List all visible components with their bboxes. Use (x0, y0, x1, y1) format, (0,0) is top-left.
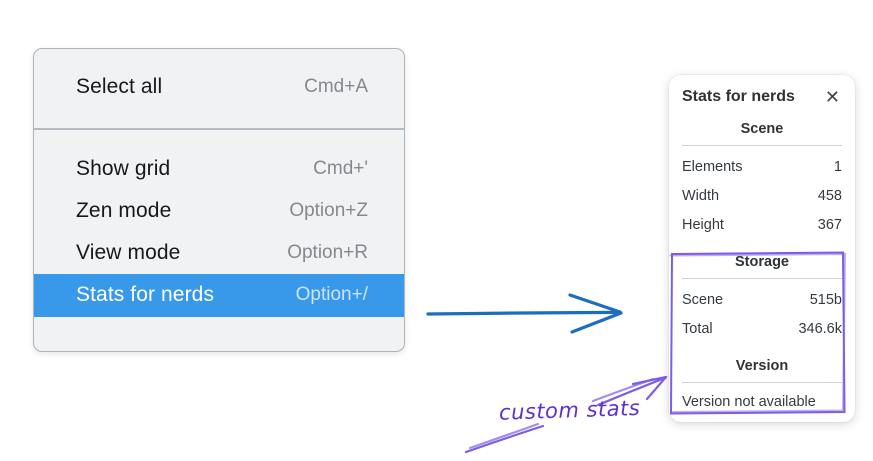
stat-label: Total (682, 320, 713, 337)
stats-panel: Stats for nerds ✕ Scene Elements 1 Width… (669, 75, 855, 422)
menu-item-view-mode[interactable]: View mode Option+R (34, 232, 404, 274)
stat-row-width: Width 458 (682, 181, 842, 210)
menu-item-select-all[interactable]: Select all Cmd+A (34, 65, 404, 109)
stats-section-version: Version Version not available (682, 358, 842, 415)
close-icon[interactable]: ✕ (824, 87, 840, 107)
section-heading: Storage (735, 254, 789, 270)
menu-item-label: Show grid (76, 156, 171, 180)
stat-value: 367 (817, 216, 842, 233)
section-divider (682, 278, 842, 279)
stat-row-scene-storage: Scene 515b (682, 285, 842, 314)
stats-section-scene: Scene Elements 1 Width 458 Height 367 (682, 121, 842, 239)
menu-item-shortcut: Cmd+' (313, 157, 368, 179)
stat-row-elements: Elements 1 (682, 152, 842, 181)
context-menu: Select all Cmd+A Show grid Cmd+' Zen mod… (33, 48, 405, 352)
menu-item-shortcut: Option+R (287, 241, 368, 263)
version-note: Version not available (682, 394, 816, 410)
section-heading: Scene (740, 121, 784, 137)
menu-item-label: View mode (76, 240, 181, 264)
stat-row-height: Height 367 (682, 210, 842, 239)
stat-value: 346.6k (798, 320, 842, 337)
menu-item-label: Stats for nerds (76, 283, 215, 306)
stats-panel-header: Stats for nerds ✕ (682, 88, 842, 106)
menu-item-label: Zen mode (76, 198, 172, 222)
stat-row-total-storage: Total 346.6k (682, 314, 842, 343)
purple-underline-stroke (464, 422, 545, 454)
stat-value: 515b (809, 291, 842, 308)
section-divider (682, 145, 842, 146)
menu-item-stats-for-nerds[interactable]: Stats for nerds Option+/ (34, 273, 404, 317)
stats-panel-title: Stats for nerds (682, 88, 795, 105)
menu-divider (34, 128, 404, 130)
stat-label: Width (682, 187, 720, 204)
menu-item-zen-mode[interactable]: Zen mode Option+Z (34, 190, 404, 232)
menu-item-show-grid[interactable]: Show grid Cmd+' (34, 148, 404, 190)
stat-label: Height (682, 216, 724, 233)
section-heading: Version (735, 358, 789, 374)
custom-stats-annotation: custom stats (498, 395, 641, 425)
stat-label: Scene (682, 291, 724, 308)
section-divider (682, 382, 842, 383)
menu-item-label: Select all (76, 75, 163, 98)
blue-arrow (426, 293, 623, 334)
menu-item-shortcut: Option+/ (295, 284, 368, 305)
stat-value: 458 (817, 187, 842, 204)
menu-item-shortcut: Cmd+A (304, 76, 368, 97)
menu-item-shortcut: Option+Z (289, 199, 368, 221)
stats-section-storage: Storage Scene 515b Total 346.6k (682, 254, 842, 343)
stat-label: Elements (682, 158, 743, 175)
stat-value: 1 (833, 158, 842, 175)
